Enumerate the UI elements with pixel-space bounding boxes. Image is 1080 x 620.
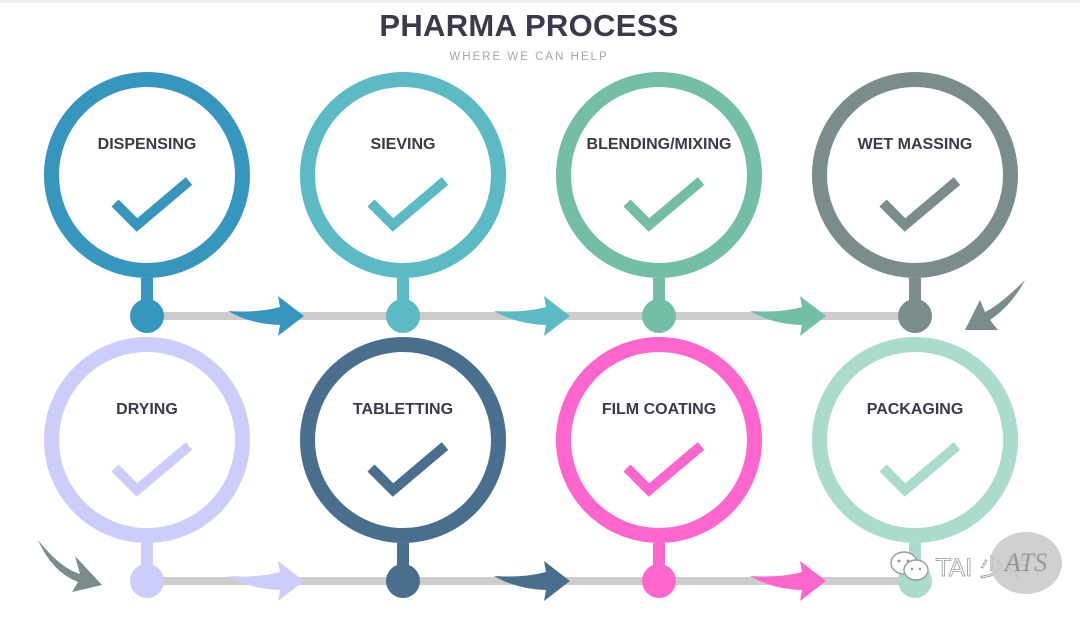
- top-border: [0, 0, 1080, 3]
- check-icon: [623, 442, 705, 497]
- process-step: TABLETTING: [300, 337, 506, 598]
- process-step: DISPENSING: [44, 72, 250, 333]
- process-step: FILM COATING: [556, 337, 762, 598]
- step-node: [386, 564, 420, 598]
- process-step: WET MASSING: [812, 72, 1018, 333]
- check-icon: [111, 442, 193, 497]
- step-ring: [556, 72, 762, 278]
- watermark-logo: ATS: [990, 532, 1062, 594]
- step-ring: [812, 72, 1018, 278]
- flow-arrow-icon: [494, 561, 570, 601]
- flow-arrow-icon: [228, 561, 304, 601]
- check-icon: [623, 177, 705, 232]
- step-ring: [44, 337, 250, 543]
- turn-arrow-icon: [38, 540, 102, 592]
- check-icon: [111, 177, 193, 232]
- step-label: PACKAGING: [867, 401, 964, 418]
- step-label: TABLETTING: [353, 401, 453, 418]
- process-step: DRYING: [44, 337, 250, 598]
- step-label: DISPENSING: [98, 136, 197, 153]
- step-node: [130, 299, 164, 333]
- step-node: [898, 299, 932, 333]
- check-icon: [367, 177, 449, 232]
- step-node: [642, 299, 676, 333]
- check-icon: [367, 442, 449, 497]
- flow-arrow-icon: [750, 561, 826, 601]
- check-icon: [879, 442, 961, 497]
- flow-arrow-icon: [494, 296, 570, 336]
- step-node: [642, 564, 676, 598]
- flow-arrow-icon: [228, 296, 304, 336]
- step-label: WET MASSING: [858, 136, 973, 153]
- step-label: SIEVING: [371, 136, 436, 153]
- page-title: PHARMA PROCESS: [379, 8, 679, 43]
- step-node: [386, 299, 420, 333]
- step-ring: [556, 337, 762, 543]
- step-label: BLENDING/MIXING: [587, 136, 732, 153]
- wechat-icon: [890, 550, 929, 581]
- step-ring: [44, 72, 250, 278]
- step-node: [130, 564, 164, 598]
- turn-arrow-icon: [965, 280, 1025, 330]
- step-ring: [300, 337, 506, 543]
- check-icon: [879, 177, 961, 232]
- step-label: DRYING: [116, 401, 178, 418]
- process-step: BLENDING/MIXING: [556, 72, 762, 333]
- flow-arrow-icon: [750, 296, 826, 336]
- step-ring: [300, 72, 506, 278]
- process-step: SIEVING: [300, 72, 506, 333]
- step-ring: [812, 337, 1018, 543]
- step-label: FILM COATING: [602, 401, 716, 418]
- page-subtitle: WHERE WE CAN HELP: [449, 51, 609, 63]
